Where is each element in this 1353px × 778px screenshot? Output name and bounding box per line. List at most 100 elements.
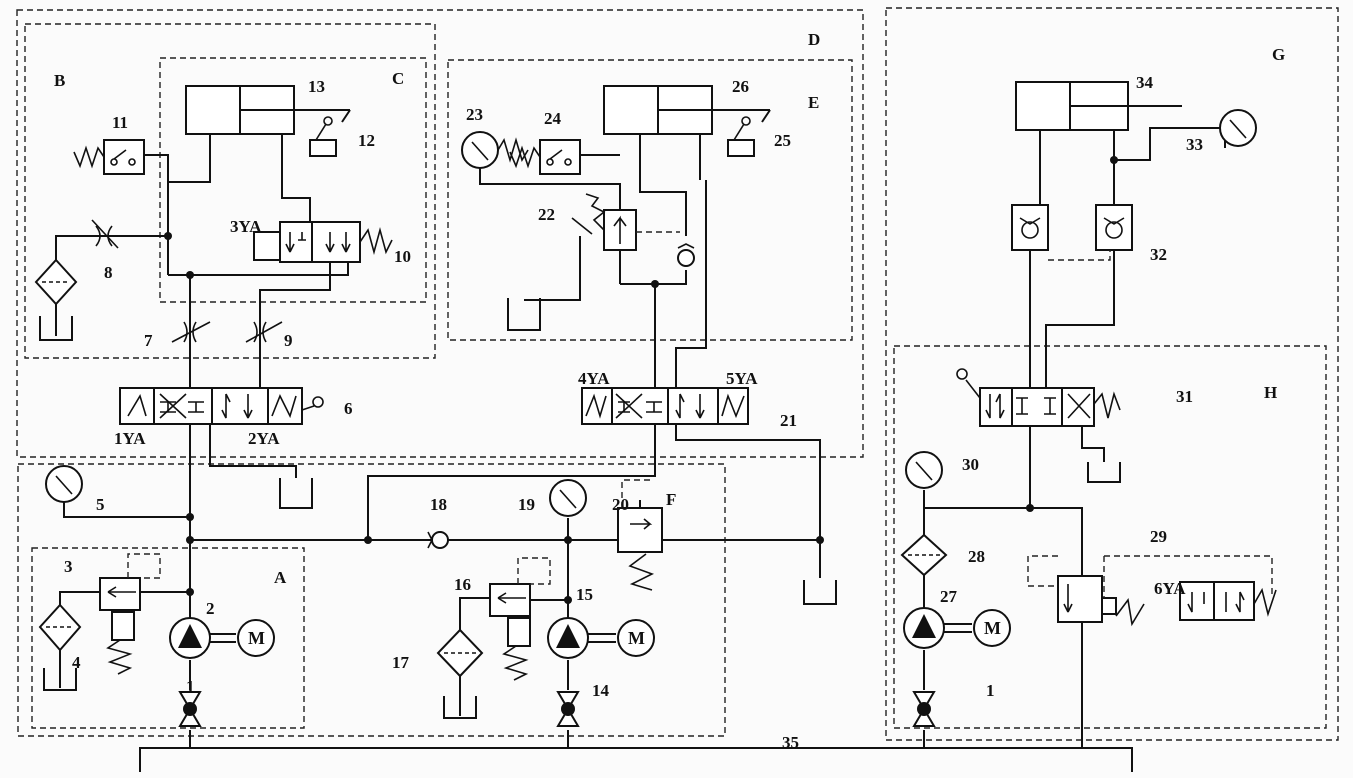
- sequence-valve-20: [617, 479, 663, 591]
- pressure-gauge-5: [45, 465, 83, 503]
- region-b-label: B: [54, 71, 65, 90]
- region-h-boundary: [893, 345, 1327, 729]
- directional-valve-21: [581, 387, 749, 425]
- cylinder-26: [603, 85, 771, 135]
- region-d-label: D: [808, 30, 820, 49]
- solenoid-6ya: 6YA: [1154, 579, 1186, 598]
- solenoid-2ya: 2YA: [248, 429, 280, 448]
- label-27: 27: [940, 587, 958, 606]
- label-10: 10: [394, 247, 411, 266]
- filter-4: [38, 603, 82, 652]
- label-20: 20: [612, 495, 629, 514]
- pressure-gauge-30: [905, 451, 943, 489]
- stop-valve-1b: [912, 691, 936, 727]
- label-5: 5: [96, 495, 105, 514]
- cylinder-34: [1015, 81, 1182, 131]
- pressure-valve-22: [571, 193, 680, 251]
- motor-15: M: [617, 619, 655, 657]
- label-25: 25: [774, 131, 791, 150]
- region-e-label: E: [808, 93, 819, 112]
- pressure-switch-24: [509, 139, 581, 175]
- stop-valve-14: [556, 691, 580, 727]
- label-28: 28: [968, 547, 985, 566]
- label-6: 6: [344, 399, 353, 418]
- label-23: 23: [466, 105, 483, 124]
- label-14: 14: [592, 681, 610, 700]
- relief-valve-16: [489, 557, 551, 681]
- region-boundaries: [16, 7, 1339, 741]
- label-30: 30: [962, 455, 979, 474]
- region-a-boundary: [31, 547, 305, 729]
- label-35: 35: [782, 733, 799, 752]
- region-h-label: H: [1264, 383, 1277, 402]
- label-3: 3: [64, 557, 73, 576]
- tank-line: [139, 747, 1133, 772]
- check-valve-22b: [677, 243, 695, 267]
- label-31: 31: [1176, 387, 1193, 406]
- label-8: 8: [104, 263, 113, 282]
- region-b-boundary: [24, 23, 436, 359]
- solenoid-3ya: 3YA: [230, 217, 262, 236]
- region-g-label: G: [1272, 45, 1285, 64]
- solenoid-labels: 1YA 2YA 3YA 4YA 5YA 6YA: [114, 217, 1186, 598]
- label-11: 11: [112, 113, 128, 132]
- pilot-check-valves-32: [1011, 204, 1133, 261]
- label-15: 15: [576, 585, 593, 604]
- label-26: 26: [732, 77, 749, 96]
- throttle-valve-8: [91, 219, 119, 249]
- label-13: 13: [308, 77, 325, 96]
- pump-15: [547, 617, 616, 659]
- pressure-gauge-19: [549, 479, 587, 517]
- solenoid-5ya: 5YA: [726, 369, 758, 388]
- filter-28: [900, 533, 948, 577]
- label-4: 4: [72, 653, 81, 672]
- cylinder-13: [185, 85, 351, 135]
- motor-27: M: [973, 609, 1011, 647]
- label-2: 2: [206, 599, 215, 618]
- region-c-label: C: [392, 69, 404, 88]
- relief-valve-3: [99, 553, 161, 675]
- solenoid-1ya: 1YA: [114, 429, 146, 448]
- label-22: 22: [538, 205, 555, 224]
- label-19: 19: [518, 495, 535, 514]
- region-f-boundary: [17, 463, 726, 737]
- label-9: 9: [284, 331, 293, 350]
- label-7: 7: [144, 331, 153, 350]
- region-labels: A B C D E F G H: [54, 30, 1285, 587]
- motor-2: M: [237, 619, 275, 657]
- valve-29: [1027, 555, 1277, 627]
- label-17: 17: [392, 653, 410, 672]
- check-valve-18: [427, 531, 449, 549]
- pressure-gauge-23: [461, 131, 529, 169]
- region-f-label: F: [666, 490, 676, 509]
- label-21: 21: [780, 411, 797, 430]
- pressure-switch-11: [73, 139, 145, 175]
- directional-valve-6: [119, 387, 324, 425]
- solenoid-4ya: 4YA: [578, 369, 610, 388]
- pump-27: [903, 607, 972, 649]
- region-d-boundary: [16, 9, 864, 458]
- pump-2: [169, 617, 236, 659]
- label-34: 34: [1136, 73, 1154, 92]
- label-29: 29: [1150, 527, 1167, 546]
- label-12: 12: [358, 131, 375, 150]
- limit-switch-25: [727, 116, 755, 157]
- label-33: 33: [1186, 135, 1203, 154]
- pressure-gauge-33: [1219, 109, 1257, 147]
- region-e-boundary: [447, 59, 853, 341]
- motor-label: M: [248, 628, 265, 648]
- filter-17: [436, 628, 484, 678]
- label-16: 16: [454, 575, 471, 594]
- region-c-boundary: [159, 57, 427, 303]
- region-a-label: A: [274, 568, 287, 587]
- motor-label: M: [984, 618, 1001, 638]
- motor-label: M: [628, 628, 645, 648]
- label-18: 18: [430, 495, 447, 514]
- limit-switch-12: [309, 116, 337, 157]
- label-1b: 1: [986, 681, 995, 700]
- throttle-valve-9: [245, 321, 283, 343]
- filter-8: [34, 258, 78, 306]
- directional-valve-31: [956, 368, 1121, 427]
- throttle-valve-7: [171, 321, 211, 343]
